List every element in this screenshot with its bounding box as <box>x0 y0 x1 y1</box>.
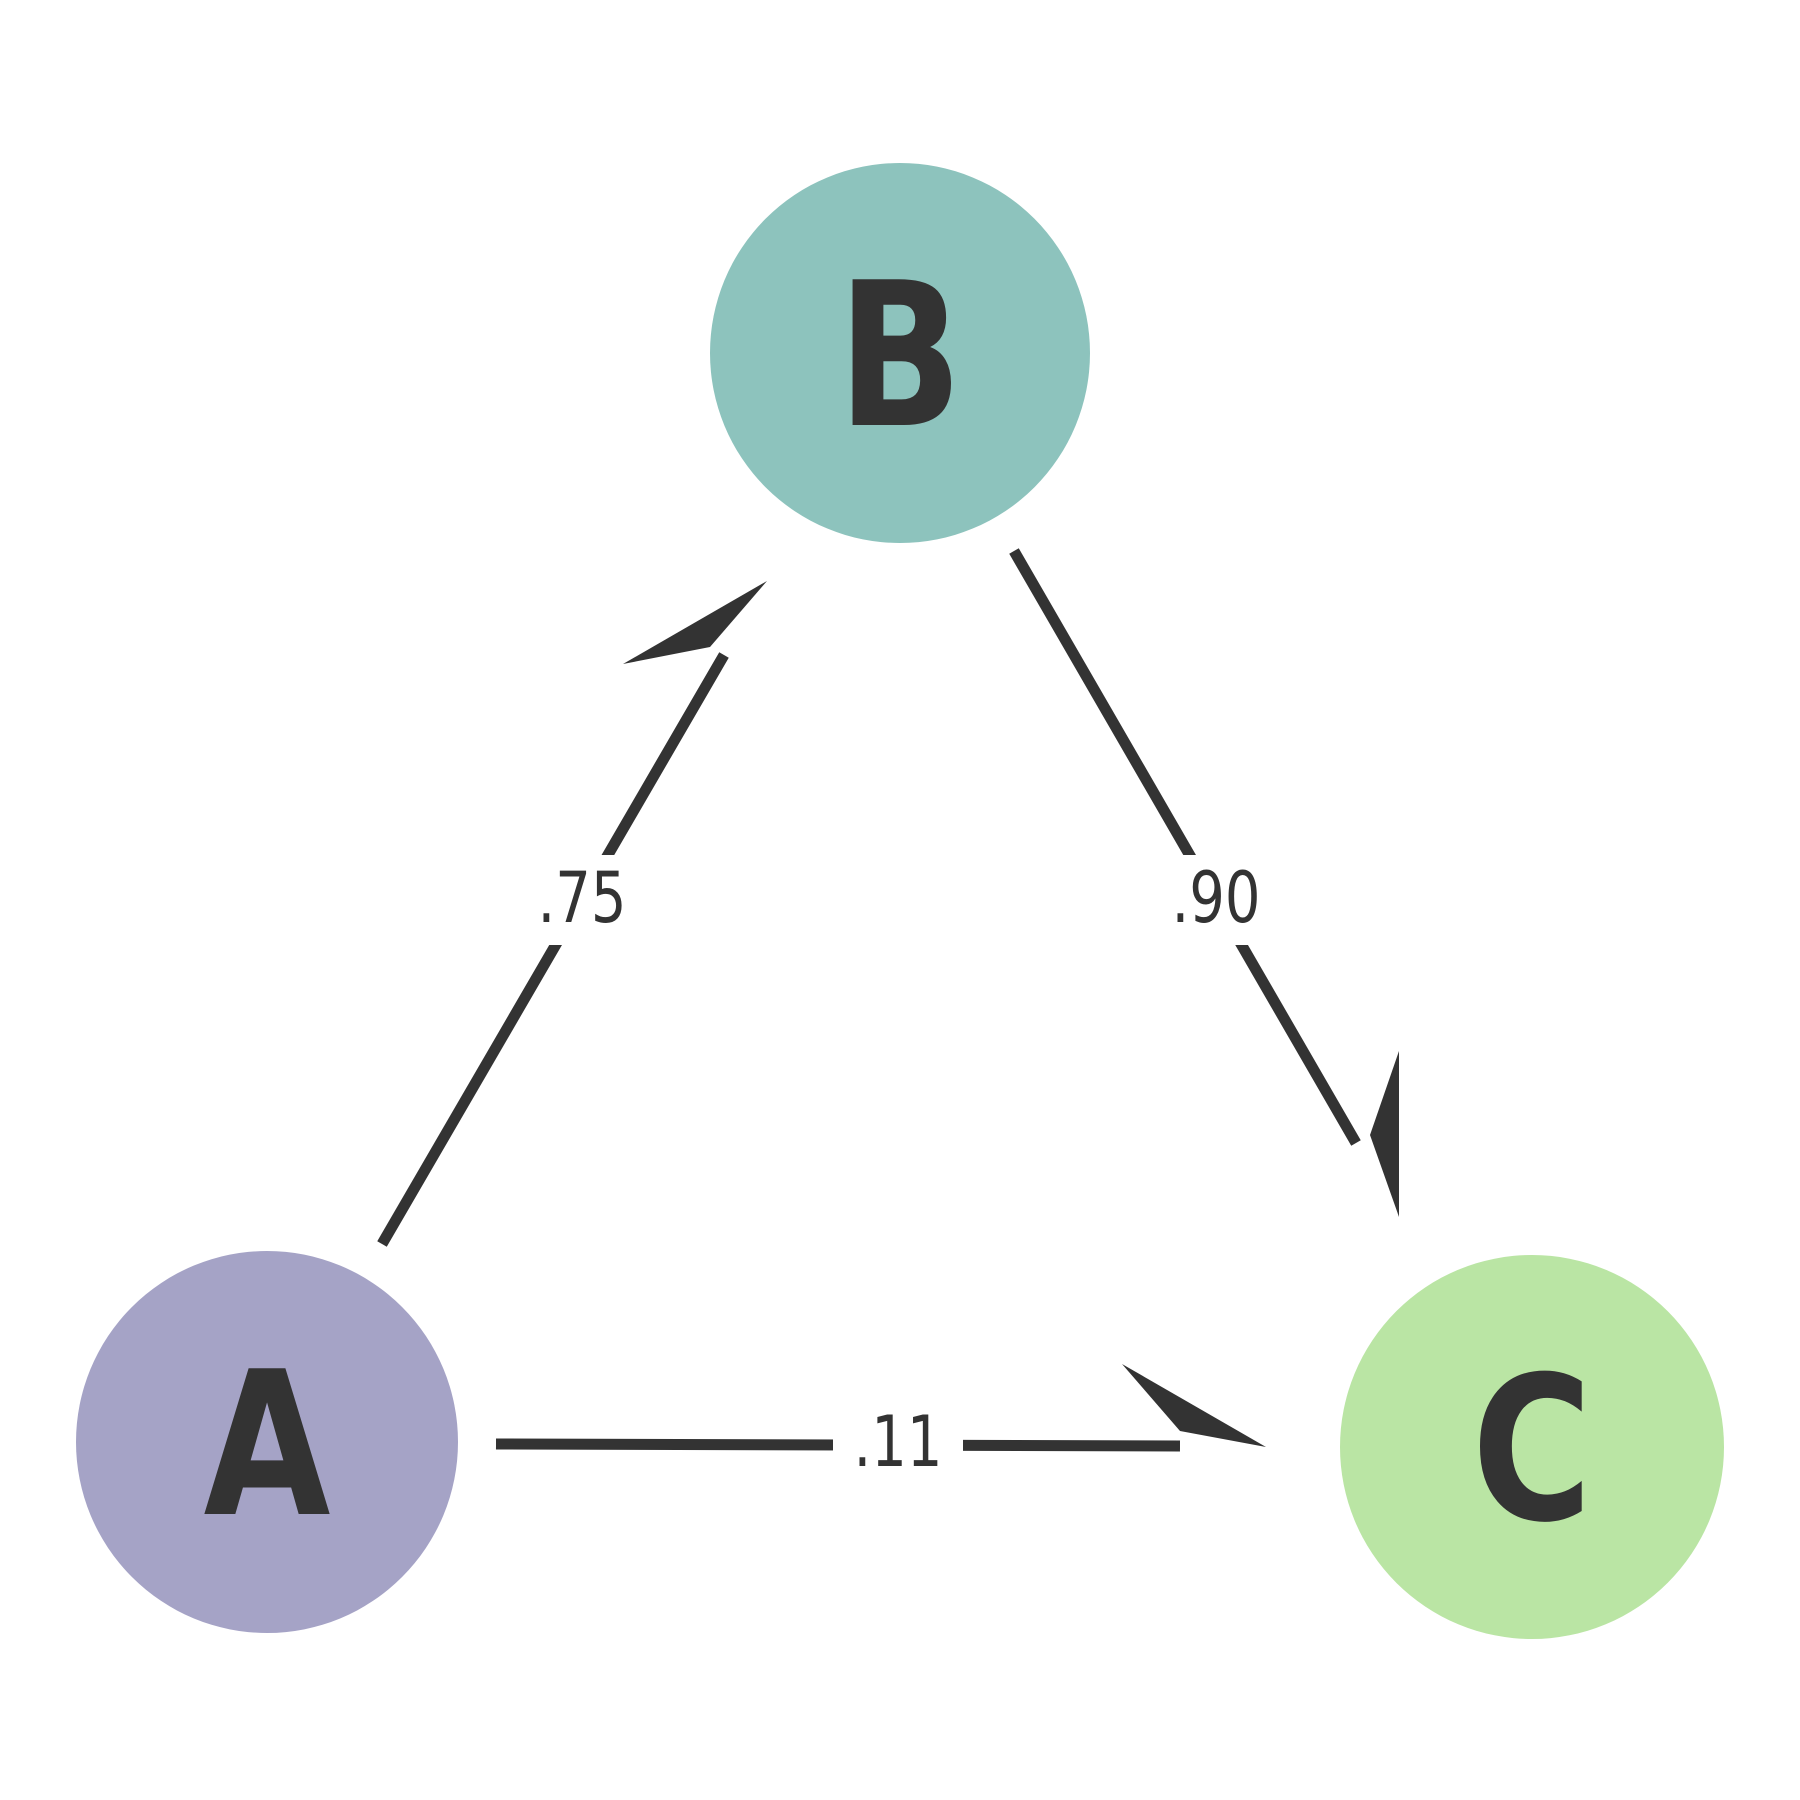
edge-b-c-line <box>1009 548 1361 1146</box>
edge-a-b-label-background <box>517 855 647 945</box>
edge-a-c-label-background <box>833 1399 963 1489</box>
edge-a-c: .11 <box>495 1364 1266 1489</box>
edge-b-c-weight-label: .90 <box>1171 857 1260 939</box>
node-b-label: B <box>838 240 963 473</box>
arrowhead-icon-b-c <box>1370 1051 1399 1217</box>
edge-a-b: .75 <box>377 581 767 1247</box>
node-a-label: A <box>204 1329 331 1562</box>
arrowhead-icon-a-c <box>1122 1364 1266 1447</box>
node-c-circle <box>1340 1255 1724 1639</box>
node-a-circle <box>76 1251 458 1633</box>
arrowhead-icon-a-b <box>623 581 767 664</box>
edge-b-c: .90 <box>1009 548 1399 1217</box>
edge-b-c-label-background <box>1151 855 1281 945</box>
node-a: A <box>76 1251 458 1633</box>
edge-a-b-weight-label: .75 <box>537 857 626 939</box>
node-c-label: C <box>1472 1334 1592 1567</box>
node-b-circle <box>710 163 1090 543</box>
node-b: B <box>710 163 1090 543</box>
node-c: C <box>1340 1255 1724 1639</box>
edge-a-b-line <box>377 652 729 1247</box>
edge-a-c-weight-label: .11 <box>853 1401 942 1483</box>
